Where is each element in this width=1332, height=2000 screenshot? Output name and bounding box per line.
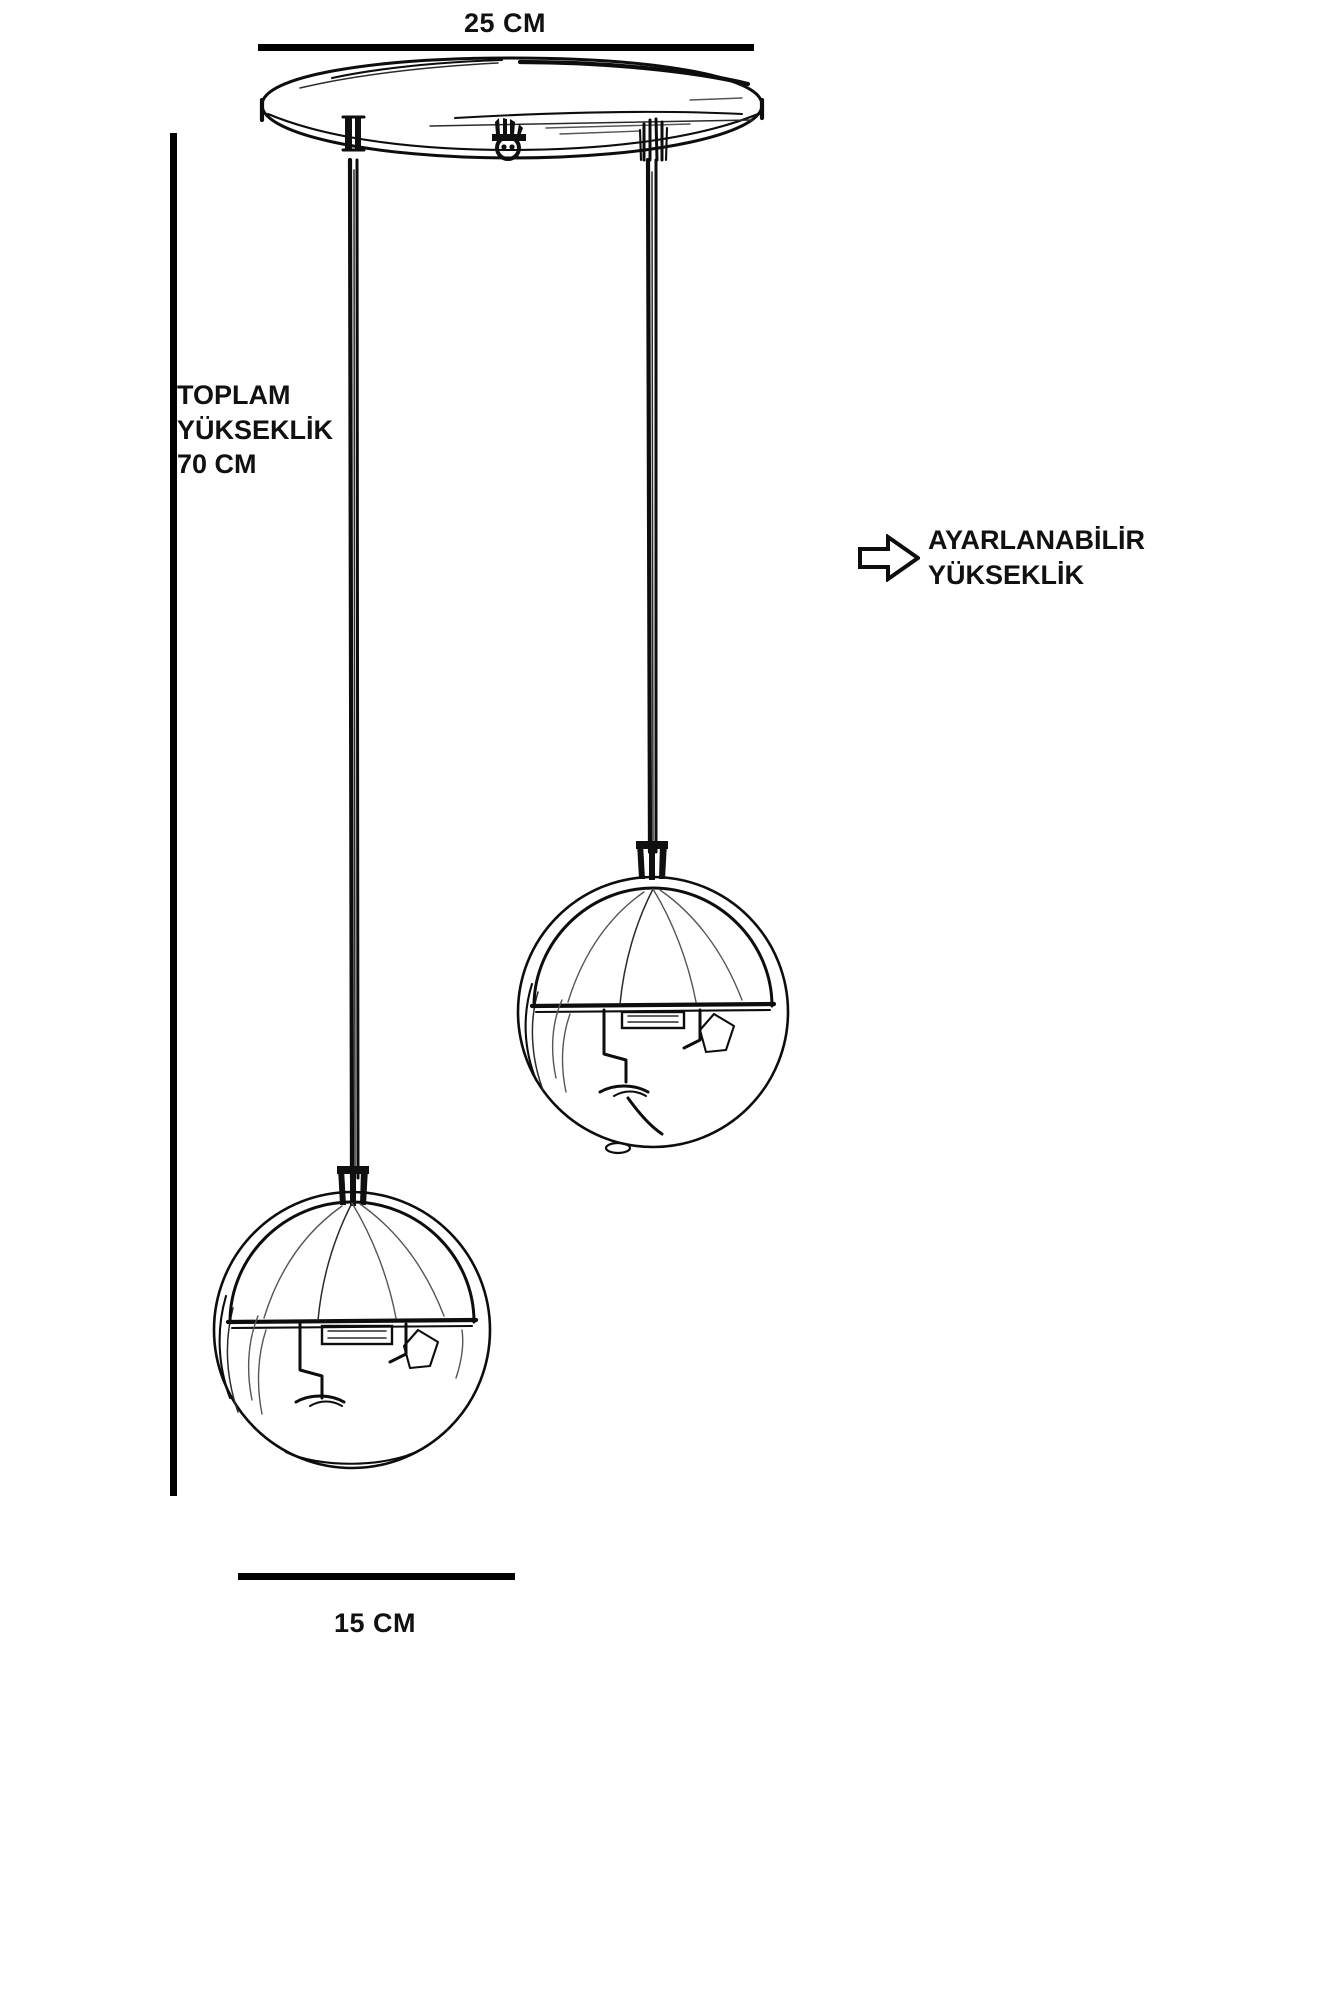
canopy-screw: [492, 118, 526, 161]
bottom-dimension-rule: [238, 1573, 515, 1580]
top-dimension-label: 25 CM: [463, 8, 547, 38]
total-height-note: TOPLAM YÜKSEKLİK 70 CM: [177, 378, 333, 482]
adjustable-height-line1: AYARLANABİLİR: [928, 525, 1146, 555]
total-height-line2: YÜKSEKLİK: [177, 414, 334, 445]
total-height-line1: TOPLAM: [177, 380, 291, 410]
ceiling-plate: [259, 56, 765, 160]
left-dimension-rule: [170, 133, 177, 1496]
suspension-cable-long: [337, 115, 369, 1206]
adjustable-height-note: AYARLANABİLİR YÜKSEKLİK: [928, 523, 1145, 592]
glass-globe-lower: [212, 1190, 492, 1470]
arrow-right-icon: [858, 534, 920, 582]
suspension-cable-short: [636, 117, 669, 880]
bottom-dimension-label: 15 CM: [333, 1608, 417, 1638]
total-height-line3: 70 CM: [177, 449, 257, 480]
glass-globe-upper: [516, 875, 790, 1155]
adjustable-height-line2: YÜKSEKLİK: [928, 559, 1085, 590]
top-dimension-rule: [258, 44, 754, 51]
